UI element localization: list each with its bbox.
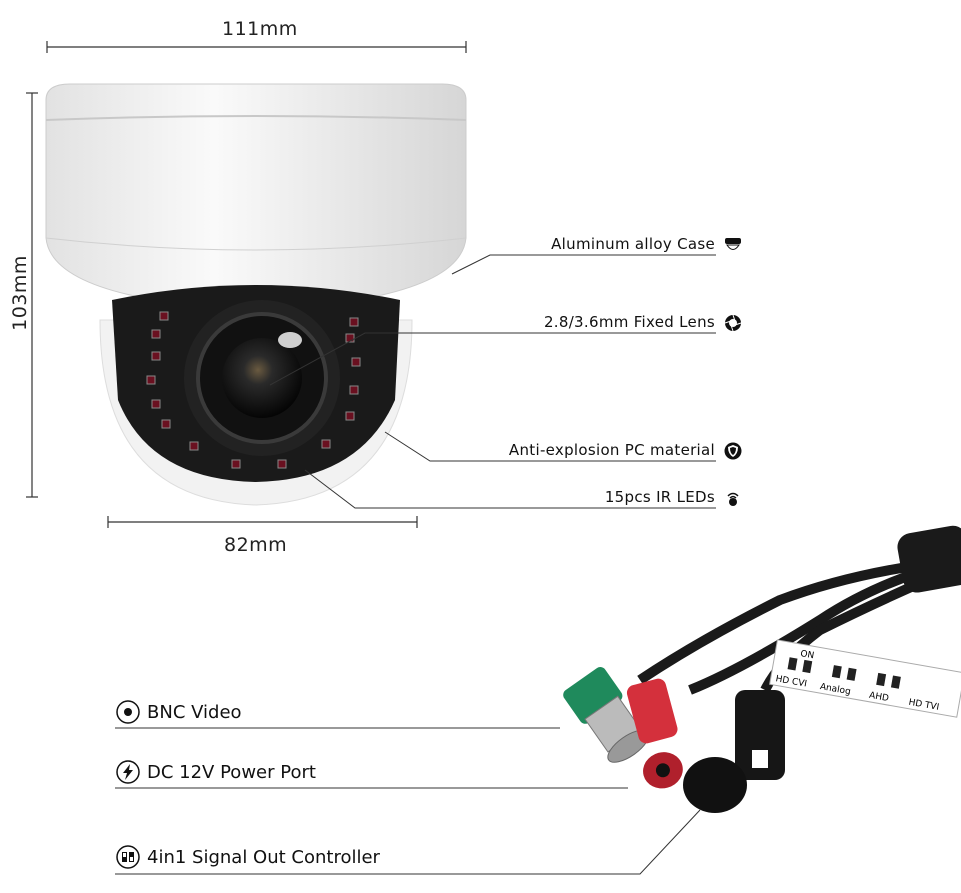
port-leader-lines: [115, 727, 701, 875]
dip-switch-icon: [116, 845, 140, 869]
dome-case-icon: [725, 238, 741, 250]
shield-icon: [724, 442, 742, 460]
dome-camera: [45, 83, 467, 506]
feature-pc-label: Anti-explosion PC material: [508, 441, 715, 459]
port-controller-label: 4in1 Signal Out Controller: [147, 847, 380, 868]
dimension-width: 111mm: [222, 18, 298, 40]
dimension-height: 103mm: [8, 255, 31, 331]
dip-mode-ahd: AHD: [868, 691, 889, 704]
feature-case-label: Aluminum alloy Case: [551, 235, 715, 253]
port-bnc-label: BNC Video: [147, 702, 242, 723]
dimension-lines: [26, 41, 467, 528]
dip-on-label: ON: [799, 649, 814, 661]
ir-led-icon: [727, 492, 739, 506]
dimension-base: 82mm: [224, 534, 288, 556]
feature-leader-lines: [269, 254, 716, 509]
cable-assembly: ON HD CVI Analog AHD HD TVI: [563, 525, 961, 813]
lightning-icon: [116, 760, 140, 784]
feature-lens-label: 2.8/3.6mm Fixed Lens: [543, 313, 715, 331]
bnc-dot-icon: [116, 700, 140, 724]
port-power-label: DC 12V Power Port: [147, 762, 316, 783]
aperture-icon: [724, 314, 742, 332]
feature-ir-label: 15pcs IR LEDs: [604, 488, 715, 506]
